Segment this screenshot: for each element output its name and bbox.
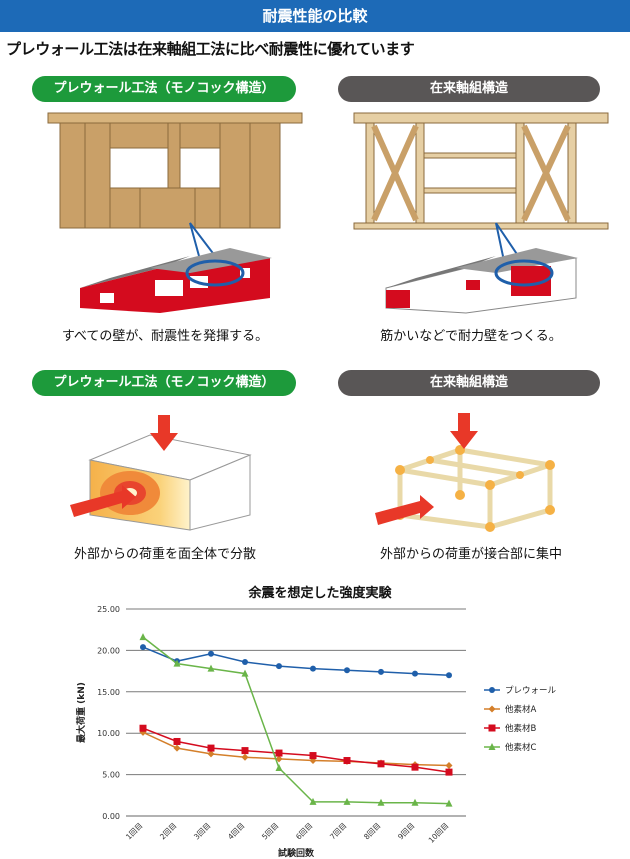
y-tick-label: 20.00 [97, 646, 120, 655]
y-tick-label: 25.00 [97, 605, 120, 614]
data-point [208, 650, 214, 657]
data-point [242, 658, 248, 665]
prewall-house-icon [80, 248, 272, 313]
data-point [276, 663, 282, 670]
prewall-caption-1: すべての壁が、耐震性を発揮する。 [61, 329, 269, 344]
x-tick-label: 5回目 [260, 821, 280, 841]
conventional-label-2: 在来軸組構造 [338, 370, 600, 396]
x-tick-label: 7回目 [328, 821, 348, 841]
data-point [310, 665, 316, 672]
data-point [445, 799, 453, 807]
data-point [207, 664, 215, 672]
data-point [411, 763, 419, 771]
data-point [241, 747, 249, 755]
y-tick-label: 10.00 [97, 729, 120, 738]
data-point [411, 798, 419, 806]
y-axis-label: 最大荷重 (kN) [75, 682, 87, 743]
data-point [275, 763, 283, 771]
conventional-house-icon [385, 248, 578, 314]
legend-marker [489, 687, 495, 693]
y-tick-label: 15.00 [97, 688, 120, 697]
data-point [377, 760, 385, 768]
data-point [343, 757, 351, 765]
data-point [378, 668, 384, 675]
load-arrow-top-icon [150, 415, 178, 451]
data-point [241, 753, 249, 761]
series-line [142, 636, 450, 805]
data-point [343, 797, 351, 805]
data-point [173, 737, 181, 745]
legend-marker [488, 743, 496, 750]
data-point [412, 670, 418, 677]
conventional-wall-illustration [353, 112, 609, 314]
data-point [207, 750, 215, 758]
data-point [445, 768, 453, 776]
chart-title: 余震を想定した強度実験 [248, 586, 392, 601]
data-point [309, 752, 317, 760]
conventional-caption-2: 外部からの荷重が接合部に集中 [379, 547, 562, 562]
x-tick-label: 1回目 [124, 821, 144, 841]
legend-marker [488, 705, 496, 713]
conventional-label-1: 在来軸組構造 [338, 76, 600, 102]
prewall-label-1: プレウォール工法（モノコック構造） [32, 76, 296, 102]
prewall-label-2: プレウォール工法（モノコック構造） [32, 370, 296, 396]
x-tick-label: 3回目 [192, 821, 212, 841]
data-point [173, 659, 181, 667]
x-tick-label: 6回目 [294, 821, 314, 841]
x-tick-label: 9回目 [396, 821, 416, 841]
data-point [139, 724, 147, 732]
series-line [142, 727, 450, 773]
series-line [142, 731, 450, 767]
data-point [207, 744, 215, 752]
conventional-caption-1: 筋かいなどで耐力壁をつくる。 [380, 329, 562, 344]
data-point [445, 761, 453, 769]
data-point [140, 644, 146, 651]
data-point [309, 757, 317, 765]
data-point [446, 672, 452, 679]
x-tick-label: 8回目 [362, 821, 382, 841]
data-point [241, 669, 249, 677]
joint-arrow-side-icon [375, 495, 434, 525]
page-banner: 耐震性能の比較 [0, 0, 630, 32]
x-axis-label: 試験回数 [278, 847, 315, 859]
y-tick-label: 0.00 [102, 812, 120, 821]
series-line [142, 646, 450, 676]
y-tick-label: 5.00 [102, 771, 120, 780]
load-test-chart: 0.00 5.00 10.00 15.00 20.00 25.00 1回目 2回目 3回目 4回目… [75, 605, 557, 859]
data-point [377, 798, 385, 806]
x-tick-label: 4回目 [226, 821, 246, 841]
conventional-load-illustration [375, 413, 555, 532]
legend-label: 他素材A [505, 704, 537, 715]
load-arrow-side-icon [70, 485, 136, 517]
data-point [309, 797, 317, 805]
legend-marker [488, 724, 496, 732]
data-point [173, 744, 181, 752]
legend-label: プレウォール [505, 686, 557, 696]
data-point [275, 755, 283, 763]
legend-label: 他素材B [505, 723, 537, 734]
x-tick-label: 2回目 [158, 821, 178, 841]
prewall-load-illustration [70, 415, 252, 531]
joint-arrow-top-icon [450, 413, 478, 449]
data-point [344, 667, 350, 674]
legend-label: 他素材C [505, 742, 537, 753]
prewall-wall-illustration [47, 112, 303, 313]
prewall-caption-2: 外部からの荷重を面全体で分散 [73, 547, 256, 562]
data-point [139, 633, 147, 641]
page-headline: プレウォール工法は在来軸組工法に比べ耐震性に優れています [6, 40, 415, 58]
x-tick-label: 10回目 [427, 821, 451, 845]
data-point [275, 749, 283, 757]
